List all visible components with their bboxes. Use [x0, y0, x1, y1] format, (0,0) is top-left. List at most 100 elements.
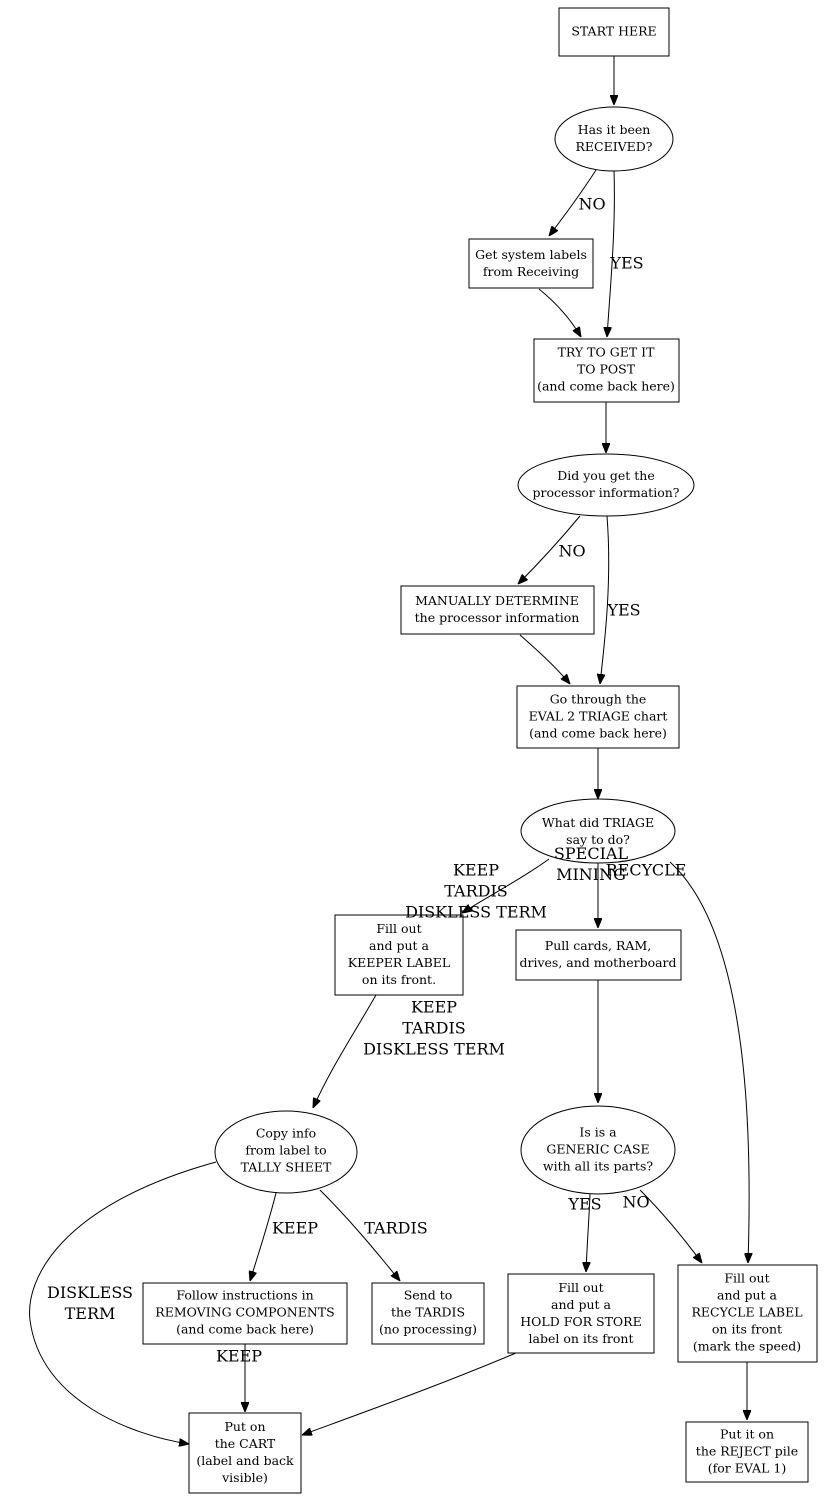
edge-label-generic-no: NO [622, 1193, 649, 1212]
text-line: NO [578, 195, 605, 214]
start-box [558, 7, 670, 57]
post-box [533, 338, 680, 403]
text-line: TRY TO GET IT [558, 345, 656, 360]
text-line: What did TRIAGE [542, 815, 654, 830]
triage-question-label: What did TRIAGE say to do? [542, 815, 654, 847]
edge-proc-info-manual [518, 515, 581, 584]
triage-question-decision [520, 798, 676, 864]
hold-box [507, 1273, 655, 1354]
node-shapes [142, 7, 818, 1494]
text-line: Fill out [558, 1280, 603, 1295]
pull-box [515, 929, 682, 981]
text-line: TARDIS [402, 1019, 466, 1038]
text-line: (for EVAL 1) [708, 1461, 786, 1476]
edge-copy-tardis [319, 1189, 400, 1281]
reject-label: Put it on the REJECT pile (for EVAL 1) [696, 1427, 798, 1476]
follow-box [142, 1282, 348, 1345]
edge-get-labels-post [538, 288, 581, 337]
manual-box [400, 585, 595, 635]
text-line: Put on [224, 1419, 265, 1434]
text-line: the CART [215, 1436, 276, 1451]
text-line: TARDIS [444, 882, 508, 901]
text-line: TO POST [577, 362, 636, 377]
edge-label-triage-recycle: RECYCLE [606, 861, 687, 880]
start-label: START HERE [571, 24, 656, 39]
cart-box [188, 1412, 302, 1494]
text-line: YES [609, 254, 643, 273]
text-line: drives, and motherboard [519, 955, 676, 970]
edge-received-post [607, 169, 615, 337]
text-line: label on its front [529, 1331, 634, 1346]
get-labels-box [468, 238, 594, 289]
edge-label-received-yes: YES [609, 254, 643, 273]
text-line: YES [567, 1195, 601, 1214]
edge-copy-cart [29, 1161, 217, 1444]
text-line: NO [622, 1193, 649, 1212]
text-line: SPECIAL [554, 844, 629, 863]
text-line: MANUALLY DETERMINE [415, 593, 579, 608]
edge-triage-q-keeper [462, 858, 550, 913]
text-line: START HERE [571, 24, 656, 39]
edge-received-get-labels [549, 169, 597, 236]
generic-decision [520, 1105, 676, 1195]
text-line: Is is a [579, 1125, 617, 1140]
edge-label-follow-keep: KEEP [216, 1347, 262, 1366]
text-line: on its front. [362, 972, 436, 987]
text-line: KEEP [453, 861, 499, 880]
text-line: EVAL 2 TRIAGE chart [529, 709, 668, 724]
manual-label: MANUALLY DETERMINE the processor informat… [415, 593, 580, 625]
text-line: from label to [245, 1143, 326, 1158]
text-line: from Receiving [483, 264, 579, 279]
text-line: and put a [551, 1297, 612, 1312]
text-line: RECEIVED? [575, 139, 652, 154]
text-line: and put a [369, 938, 430, 953]
text-line: (and come back here) [537, 379, 675, 394]
text-line: say to do? [566, 832, 630, 847]
post-label: TRY TO GET IT TO POST (and come back here) [537, 345, 675, 394]
text-line: REMOVING COMPONENTS [155, 1305, 334, 1320]
text-line: (and come back here) [529, 726, 667, 741]
triage-box [516, 685, 680, 749]
text-line: TARDIS [364, 1219, 428, 1238]
text-line: RECYCLE LABEL [691, 1305, 802, 1320]
edges [29, 56, 750, 1444]
edge-generic-hold [586, 1193, 591, 1272]
proc-info-decision [517, 453, 695, 517]
text-line: Did you get the [557, 468, 654, 483]
text-line: (no processing) [379, 1322, 477, 1337]
text-line: KEEP [272, 1219, 318, 1238]
text-line: and put a [717, 1288, 778, 1303]
edge-label-triage-keep: KEEP TARDIS DISKLESS TERM [405, 861, 547, 922]
edge-copy-follow [250, 1192, 277, 1281]
text-line: DISKLESS TERM [405, 903, 547, 922]
text-line: Put it on [720, 1427, 774, 1442]
edge-label-proc-yes: YES [606, 601, 640, 620]
text-line: (mark the speed) [693, 1339, 801, 1354]
text-line: the processor information [415, 610, 580, 625]
text-line: RECYCLE [606, 861, 687, 880]
text-line: Has it been [578, 122, 651, 137]
text-line: TALLY SHEET [241, 1160, 332, 1175]
text-line: KEEP [411, 998, 457, 1017]
text-line: NO [558, 542, 585, 561]
edge-label-copy-tardis: TARDIS [364, 1219, 428, 1238]
edge-labels: NO YES NO YES KEEP TARDIS DISKLESS TERM SP… [47, 195, 686, 1366]
text-line: Send to [404, 1288, 453, 1303]
text-line: YES [606, 601, 640, 620]
text-line: the REJECT pile [696, 1444, 798, 1459]
recycle-box [677, 1264, 818, 1363]
reject-box [685, 1421, 809, 1483]
